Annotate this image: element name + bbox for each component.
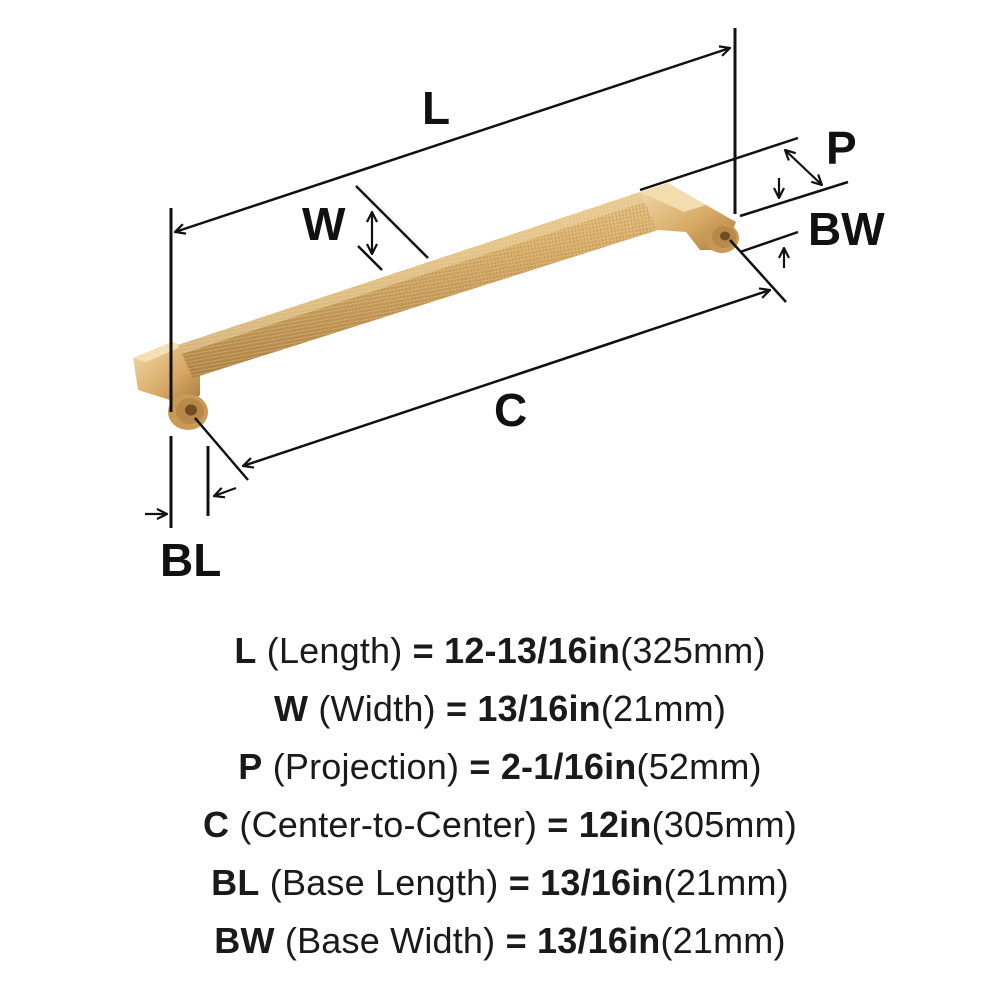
dimension-length: L: [169, 28, 737, 412]
spec-imperial: 13/16in: [540, 862, 664, 903]
dimension-diagram: L W P BW C BL: [133, 28, 885, 586]
dimension-base-length: BL: [145, 436, 237, 586]
spec-equals: =: [445, 688, 468, 729]
spec-metric: (325mm): [620, 630, 766, 671]
spec-equals: =: [505, 920, 527, 961]
label-BW: BW: [808, 203, 885, 255]
label-W: W: [302, 198, 346, 250]
spec-equals: =: [508, 862, 530, 903]
dimension-base-width: BW: [739, 203, 885, 268]
handle-right-post: [640, 183, 739, 253]
spec-imperial: 13/16in: [477, 688, 601, 729]
spec-key: BL: [211, 862, 260, 903]
dimension-width: W: [302, 185, 429, 271]
spec-equals: =: [547, 804, 569, 845]
spec-metric: (21mm): [663, 862, 789, 903]
spec-name: (Base Width): [284, 920, 496, 961]
spec-name: (Width): [318, 688, 436, 729]
label-P: P: [826, 122, 857, 174]
spec-row-base-length: BL (Base Length) = 13/16in(21mm): [0, 854, 1000, 912]
spec-name: (Projection): [272, 746, 460, 787]
spec-equals: =: [412, 630, 434, 671]
spec-metric: (305mm): [651, 804, 797, 845]
spec-row-projection: P (Projection) = 2-1/16in(52mm): [0, 738, 1000, 796]
handle-bar: [178, 192, 658, 378]
spec-row-center-to-center: C (Center-to-Center) = 12in(305mm): [0, 796, 1000, 854]
spec-imperial: 12in: [578, 804, 652, 845]
spec-metric: (52mm): [636, 746, 762, 787]
spec-imperial: 2-1/16in: [500, 746, 637, 787]
spec-key: P: [238, 746, 263, 787]
dimension-center-to-center: C: [194, 239, 787, 481]
spec-name: (Length): [266, 630, 403, 671]
spec-name: (Base Length): [269, 862, 499, 903]
spec-name: (Center-to-Center): [239, 804, 538, 845]
spec-key: C: [203, 804, 230, 845]
label-C: C: [494, 384, 527, 436]
spec-row-width: W (Width) = 13/16in(21mm): [0, 680, 1000, 738]
dimension-projection: P: [639, 122, 857, 218]
spec-equals: =: [469, 746, 491, 787]
spec-key: L: [234, 630, 257, 671]
label-BL: BL: [160, 534, 221, 586]
spec-row-length: L (Length) = 12-13/16in(325mm): [0, 622, 1000, 680]
spec-key: BW: [214, 920, 275, 961]
spec-row-base-width: BW (Base Width) = 13/16in(21mm): [0, 912, 1000, 970]
spec-metric: (21mm): [660, 920, 786, 961]
specification-list: L (Length) = 12-13/16in(325mm) W (Width)…: [0, 622, 1000, 970]
label-L: L: [422, 82, 450, 134]
spec-metric: (21mm): [600, 688, 727, 729]
spec-imperial: 13/16in: [537, 920, 661, 961]
spec-imperial: 12-13/16in: [444, 630, 621, 671]
spec-key: W: [273, 688, 309, 729]
